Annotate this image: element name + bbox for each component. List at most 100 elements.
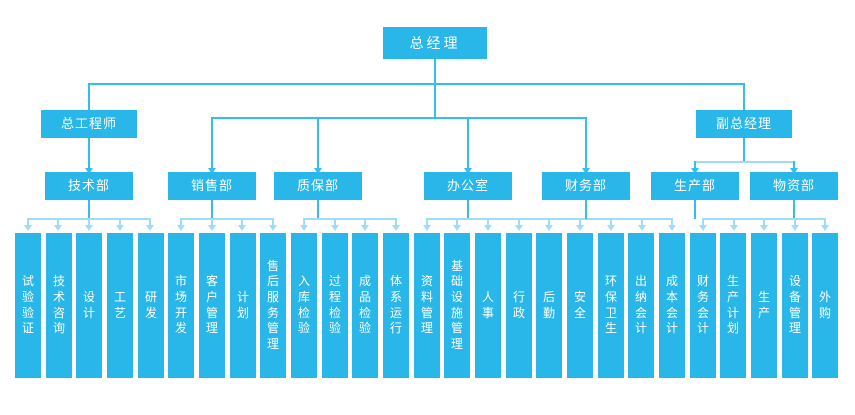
unit-box-12[interactable]: 体系运行	[383, 233, 409, 378]
connector-tech-stem	[88, 200, 90, 219]
unit-label: 安全	[573, 289, 586, 320]
unit-box-10[interactable]: 过程检验	[322, 233, 348, 378]
node-label: 技术部	[67, 177, 110, 193]
unit-label: 设计	[82, 289, 95, 320]
connector-top-bus-left-drop	[88, 83, 90, 110]
node-dept-quality[interactable]: 质保部	[274, 172, 362, 200]
arrow-unit-10	[331, 225, 339, 231]
arrow-unit-18	[576, 225, 584, 231]
arrow-unit-1	[54, 225, 62, 231]
arrow-unit-14	[453, 225, 461, 231]
connector-production-drop-0	[702, 218, 704, 227]
connector-office-drop-5	[579, 218, 581, 227]
unit-box-21[interactable]: 成本会计	[659, 233, 685, 378]
unit-box-16[interactable]: 行政	[506, 233, 532, 378]
arrow-unit-4	[146, 225, 154, 231]
unit-label: 售后服务管理	[266, 258, 279, 351]
arrow-unit-13	[423, 225, 431, 231]
unit-label: 环保卫生	[604, 274, 617, 336]
unit-box-13[interactable]: 资料管理	[414, 233, 440, 378]
unit-box-25[interactable]: 设备管理	[782, 233, 808, 378]
unit-box-6[interactable]: 客户管理	[199, 233, 225, 378]
unit-box-14[interactable]: 基础设施管理	[444, 233, 470, 378]
unit-box-22[interactable]: 财务会计	[690, 233, 716, 378]
unit-box-24[interactable]: 生产	[751, 233, 777, 378]
arrow-production-dept	[691, 168, 699, 174]
node-label: 物资部	[772, 177, 815, 193]
connector-dgm-stem	[743, 138, 745, 162]
arrow-unit-23	[699, 225, 707, 231]
connector-office-drop-0	[426, 218, 428, 227]
connector-quality-bus	[303, 218, 396, 220]
connector-quality-drop-1	[334, 218, 336, 227]
unit-box-3[interactable]: 工艺	[107, 233, 133, 378]
connector-sales-bus	[180, 218, 273, 220]
arrow-unit-28	[821, 225, 829, 231]
unit-label: 过程检验	[328, 274, 341, 336]
connector-chief-engineer-to-tech	[88, 138, 90, 170]
unit-box-7[interactable]: 计划	[230, 233, 256, 378]
unit-box-5[interactable]: 市场开发	[168, 233, 194, 378]
connector-production-stem	[694, 200, 696, 219]
connector-gm-stem	[434, 59, 436, 119]
unit-box-2[interactable]: 设计	[76, 233, 102, 378]
connector-top-bus-right-drop	[743, 83, 745, 110]
node-general-manager[interactable]: 总经理	[383, 27, 487, 59]
node-dept-finance[interactable]: 财务部	[542, 172, 630, 200]
arrow-office-dept	[464, 168, 472, 174]
node-label: 总工程师	[60, 115, 117, 131]
connector-material-drop-2	[824, 218, 826, 227]
node-label: 质保部	[296, 177, 339, 193]
unit-box-26[interactable]: 外购	[812, 233, 838, 378]
arrow-unit-7	[238, 225, 246, 231]
node-label: 总经理	[409, 34, 461, 51]
unit-label: 基础设施管理	[450, 258, 463, 351]
arrow-unit-9	[300, 225, 308, 231]
node-dept-sales[interactable]: 销售部	[168, 172, 256, 200]
unit-label: 生产计划	[726, 274, 739, 336]
unit-box-11[interactable]: 成品检验	[352, 233, 378, 378]
node-dept-material[interactable]: 物资部	[750, 172, 838, 200]
unit-box-23[interactable]: 生产计划	[720, 233, 746, 378]
unit-label: 计划	[236, 289, 249, 320]
arrow-unit-3	[116, 225, 124, 231]
connector-office-drop-3	[518, 218, 520, 227]
connector-tech-drop-0	[27, 218, 29, 227]
unit-box-20[interactable]: 出纳会计	[628, 233, 654, 378]
unit-box-4[interactable]: 研发	[138, 233, 164, 378]
connector-quality-drop-3	[395, 218, 397, 227]
unit-label: 试验验证	[21, 274, 34, 336]
connector-top-bus	[88, 83, 745, 85]
unit-box-17[interactable]: 后勤	[536, 233, 562, 378]
node-label: 销售部	[190, 177, 233, 193]
arrow-unit-12	[392, 225, 400, 231]
connector-tech-drop-2	[88, 218, 90, 227]
unit-box-9[interactable]: 入库检验	[291, 233, 317, 378]
connector-tech-drop-1	[57, 218, 59, 227]
connector-finance-drop-1	[641, 218, 643, 227]
arrow-tech-dept	[85, 168, 93, 174]
connector-office-drop-1	[456, 218, 458, 227]
arrow-material-dept	[790, 168, 798, 174]
unit-label: 工艺	[113, 289, 126, 320]
node-chief-engineer[interactable]: 总工程师	[41, 110, 137, 138]
connector-finance-drop-2	[671, 218, 673, 227]
unit-label: 外购	[818, 289, 831, 320]
node-dept-office[interactable]: 办公室	[424, 172, 512, 200]
unit-label: 入库检验	[297, 274, 310, 336]
unit-box-18[interactable]: 安全	[567, 233, 593, 378]
node-dept-technology[interactable]: 技术部	[45, 172, 133, 200]
node-label: 副总经理	[715, 115, 772, 131]
unit-box-1[interactable]: 技术咨询	[46, 233, 72, 378]
connector-sales-drop-1	[211, 218, 213, 227]
unit-box-0[interactable]: 试验验证	[15, 233, 41, 378]
unit-box-8[interactable]: 售后服务管理	[260, 233, 286, 378]
unit-box-15[interactable]: 人事	[475, 233, 501, 378]
connector-sales-drop-2	[241, 218, 243, 227]
arrow-unit-5	[177, 225, 185, 231]
connector-mid-to-sales	[211, 117, 213, 170]
node-deputy-general-manager[interactable]: 副总经理	[696, 110, 792, 138]
node-dept-production[interactable]: 生产部	[651, 172, 739, 200]
unit-box-19[interactable]: 环保卫生	[598, 233, 624, 378]
